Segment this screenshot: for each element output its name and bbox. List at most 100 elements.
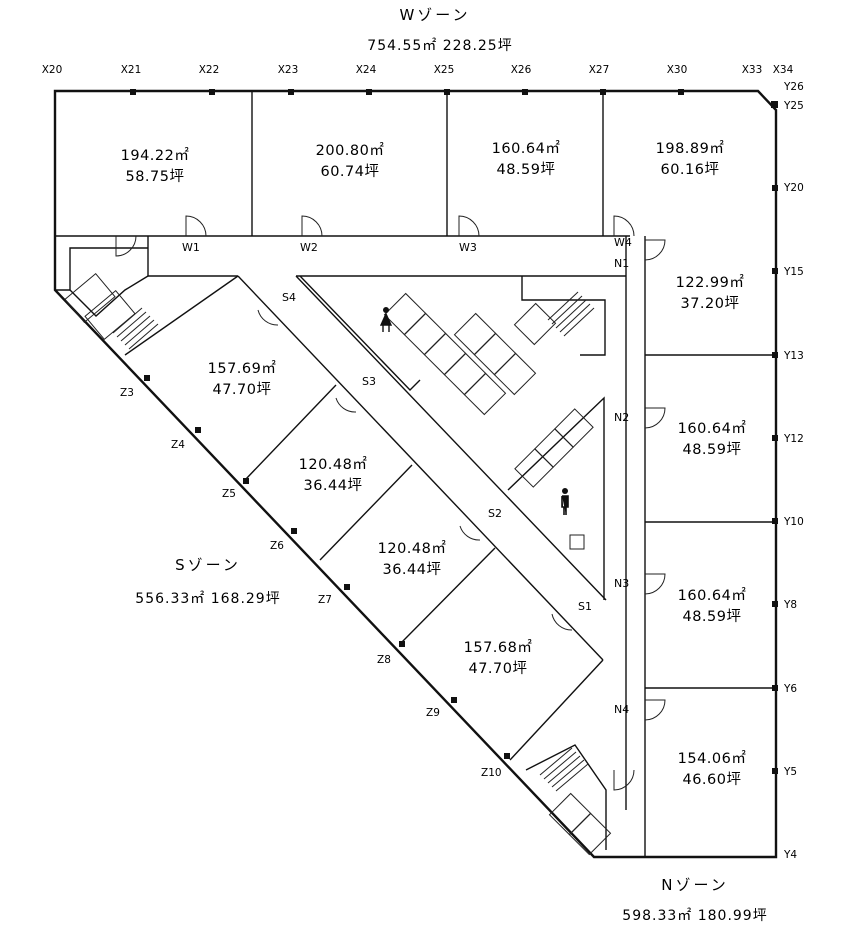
core-wall: [507, 396, 605, 600]
column: [344, 584, 350, 590]
elevator: [554, 408, 594, 448]
grid-label-y15: Y15: [783, 266, 804, 278]
stair-block: [84, 289, 136, 341]
grid-label-y6: Y6: [783, 683, 797, 695]
door-label-n4: N4: [614, 703, 629, 716]
core-wall: [521, 276, 606, 356]
grid-label-z4: Z4: [171, 439, 185, 451]
tread: [547, 291, 579, 321]
grid-label-x20: X20: [42, 64, 63, 76]
room-w4-sqm: 198.89㎡: [656, 140, 725, 157]
tread: [559, 303, 591, 333]
tread: [551, 295, 583, 325]
door-label-s2: S2: [488, 507, 502, 520]
door: [644, 407, 666, 429]
column: [504, 753, 510, 759]
grid-label-x23: X23: [278, 64, 299, 76]
grid-y-labels: Y26 Y25 Y20 Y15 Y13 Y12 Y10 Y8 Y6 Y5 Y4: [783, 81, 804, 861]
elevator: [534, 428, 574, 468]
grid-label-z9: Z9: [426, 707, 440, 719]
door: [257, 309, 279, 326]
grid-label-y4: Y4: [783, 849, 797, 861]
column: [144, 375, 150, 381]
w-zone-area: 754.55㎡ 228.25坪: [367, 38, 512, 54]
door-label-n3: N3: [614, 577, 629, 590]
room-areas: 194.22㎡ 58.75坪 200.80㎡ 60.74坪 160.64㎡ 48…: [121, 140, 747, 788]
w-zone-walls: [55, 91, 630, 237]
room-n2-tsubo: 48.59坪: [682, 441, 741, 458]
grid-label-x22: X22: [199, 64, 220, 76]
room-w3-tsubo: 48.59坪: [496, 161, 555, 178]
door-labels: W1 W2 W3 W4 N1 N2 N3 N4 S1 S2 S3 S4: [182, 236, 632, 716]
s-zone-area: 556.33㎡ 168.29坪: [135, 591, 280, 607]
door: [644, 239, 666, 261]
tread: [555, 299, 587, 329]
grid-label-y20: Y20: [783, 182, 804, 194]
room-s1-sqm: 157.68㎡: [464, 639, 533, 656]
grid-label-z3: Z3: [120, 387, 134, 399]
door-label-w4: W4: [614, 236, 632, 249]
stair-treads: [539, 747, 589, 792]
elevator: [493, 352, 537, 396]
restroom-male-icon: [562, 488, 568, 494]
room-n2-sqm: 160.64㎡: [678, 420, 747, 437]
restroom-male-body: [561, 495, 569, 515]
tread: [547, 755, 581, 784]
door: [551, 613, 573, 631]
column: [195, 427, 201, 433]
w-zone-title: Wゾーン: [399, 6, 470, 24]
restroom-female-body: [379, 312, 393, 332]
core-wall: [69, 275, 149, 317]
room-n4-sqm: 154.06㎡: [678, 750, 747, 767]
stair-block: [64, 272, 116, 324]
door: [644, 699, 666, 721]
outer-walls: [53, 89, 778, 859]
restroom-male: [561, 488, 569, 515]
door-label-s3: S3: [362, 375, 376, 388]
restroom-female: [379, 307, 393, 332]
s-zone-title: Sゾーン: [175, 556, 241, 574]
wall: [400, 547, 496, 644]
restroom-female-icon: [383, 307, 389, 313]
wall: [509, 659, 604, 761]
grid-x-labels: X20 X21 X22 X23 X24 X25 X26 X27 X30 X33 …: [42, 64, 794, 76]
elevator: [383, 292, 427, 336]
door-label-w2: W2: [300, 241, 318, 254]
grid-label-y13: Y13: [783, 350, 804, 362]
grid-label-y25: Y25: [783, 100, 804, 112]
grid-z-labels: Z3 Z4 Z5 Z6 Z7 Z8 Z9 Z10: [120, 387, 502, 779]
room-s2-sqm: 120.48㎡: [378, 540, 447, 557]
stair-core-west: [55, 247, 159, 350]
stair-block: [568, 812, 612, 856]
wall: [124, 275, 239, 356]
grid-label-y26: Y26: [783, 81, 804, 93]
grid-label-x27: X27: [589, 64, 610, 76]
tread: [128, 323, 159, 350]
core-wall: [55, 247, 148, 291]
elevator: [403, 312, 447, 356]
door: [115, 235, 137, 257]
core-wall: [299, 275, 421, 391]
door: [613, 769, 635, 791]
tread: [112, 307, 143, 334]
column: [243, 478, 249, 484]
s-zone-walls: [124, 275, 604, 761]
grid-label-y8: Y8: [783, 599, 797, 611]
door-label-s4: S4: [282, 291, 296, 304]
door: [644, 573, 666, 595]
room-w2-tsubo: 60.74坪: [320, 163, 379, 180]
room-n1-tsubo: 37.20坪: [680, 295, 739, 312]
door: [459, 525, 481, 541]
n-zone-walls: [645, 354, 776, 689]
column: [451, 697, 457, 703]
elevator: [463, 372, 507, 416]
stair-block: [548, 792, 592, 836]
grid-label-x25: X25: [434, 64, 455, 76]
door-label-w3: W3: [459, 241, 477, 254]
grid-label-z6: Z6: [270, 540, 284, 552]
door: [301, 215, 323, 237]
tread: [120, 315, 151, 342]
core-wall: [525, 744, 607, 850]
door-label-w1: W1: [182, 241, 200, 254]
room-w4-tsubo: 60.16坪: [660, 161, 719, 178]
